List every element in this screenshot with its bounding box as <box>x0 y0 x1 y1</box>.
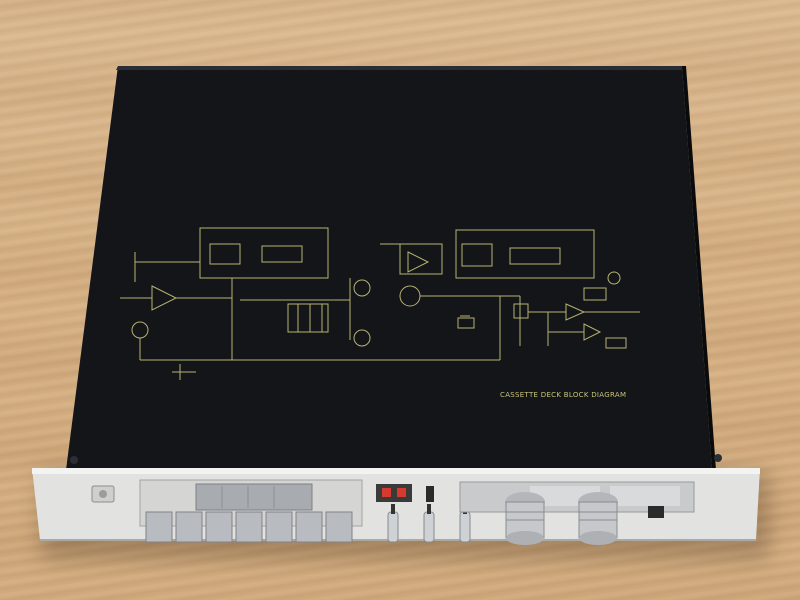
cover-edge-highlight <box>116 66 684 70</box>
transport-key-eject[interactable] <box>145 511 173 543</box>
output-level-knob[interactable] <box>578 492 618 545</box>
transport-key-ffwd[interactable] <box>235 511 263 543</box>
indicator-red-light <box>382 488 391 497</box>
transport-key-play[interactable] <box>205 511 233 543</box>
vu-meter-right <box>610 486 680 506</box>
input-level-knob[interactable] <box>505 492 545 545</box>
cover-side-right <box>682 66 716 470</box>
power-button-knob <box>99 490 107 498</box>
indicator-red-light <box>397 488 406 497</box>
toggle-lever[interactable] <box>423 504 435 543</box>
screw <box>70 456 78 464</box>
diagram-caption: CASSETTE DECK BLOCK DIAGRAM <box>500 391 627 399</box>
headphone-jack[interactable] <box>648 506 664 518</box>
transport-key-rewind[interactable] <box>175 511 203 543</box>
indicator-panel <box>376 484 412 502</box>
faceplate-top-edge <box>32 468 760 474</box>
cassette-window <box>195 483 313 511</box>
transport-key-record[interactable] <box>295 511 323 543</box>
top-cover <box>66 66 712 470</box>
block-diagram <box>120 227 640 380</box>
selector-switch[interactable] <box>426 486 434 502</box>
transport-key-stop[interactable] <box>265 511 293 543</box>
transport-key-pause[interactable] <box>325 511 353 543</box>
toggle-lever[interactable] <box>387 504 399 543</box>
screw <box>714 454 722 462</box>
